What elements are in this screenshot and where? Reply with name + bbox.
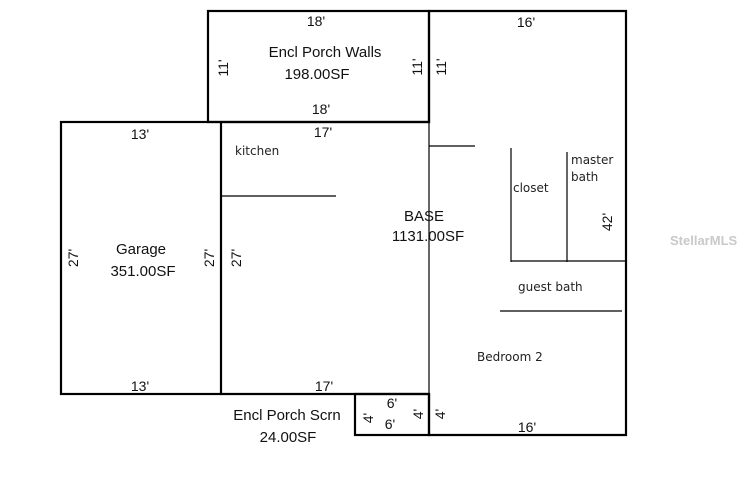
dim-garage-bottom: 13': [131, 378, 149, 394]
dim-garage-right: 27': [201, 249, 217, 267]
dim-scrn-top: 6': [387, 395, 397, 411]
dim-porch-right-outer: 11': [433, 58, 449, 75]
garage-name: Garage: [116, 241, 166, 258]
room-master-bath-line2: bath: [571, 170, 598, 184]
garage-sf: 351.00SF: [110, 263, 175, 280]
dim-base-top-left: 17': [314, 124, 332, 140]
dim-porch-left: 11': [215, 59, 231, 76]
porch-walls-sf: 198.00SF: [284, 66, 349, 83]
dim-garage-top: 13': [131, 126, 149, 142]
room-guest-bath: guest bath: [518, 280, 583, 294]
dim-scrn-right: 4': [410, 409, 426, 419]
porch-scrn-name: Encl Porch Scrn: [233, 407, 341, 424]
dim-base-top-right: 16': [517, 14, 535, 30]
porch-scrn-outline: [353, 392, 431, 437]
dim-base-right-lower: 4': [432, 409, 448, 419]
dim-garage-left: 27': [65, 249, 81, 267]
porch-scrn-sf: 24.00SF: [260, 429, 317, 446]
dim-scrn-bottom: 6': [385, 416, 395, 432]
dim-porch-top: 18': [307, 13, 325, 29]
base-sf: 1131.00SF: [392, 228, 464, 245]
dim-base-bottom-right: 16': [518, 419, 536, 435]
room-kitchen: kitchen: [235, 144, 279, 158]
dim-scrn-left: 4': [360, 413, 376, 423]
dim-base-right: 42': [599, 213, 615, 231]
porch-walls-name: Encl Porch Walls: [269, 44, 382, 61]
dim-porch-right: 11': [409, 58, 425, 75]
room-bedroom-2: Bedroom 2: [477, 350, 543, 364]
garage-outline: [59, 120, 223, 396]
watermark: StellarMLS: [670, 233, 738, 248]
room-master-bath-line1: master: [571, 153, 613, 167]
dim-base-left: 27': [228, 249, 244, 267]
dim-base-bottom-left: 17': [315, 378, 333, 394]
room-closet: closet: [513, 181, 549, 195]
dim-porch-bottom: 18': [312, 101, 330, 117]
base-name: BASE: [404, 208, 444, 225]
